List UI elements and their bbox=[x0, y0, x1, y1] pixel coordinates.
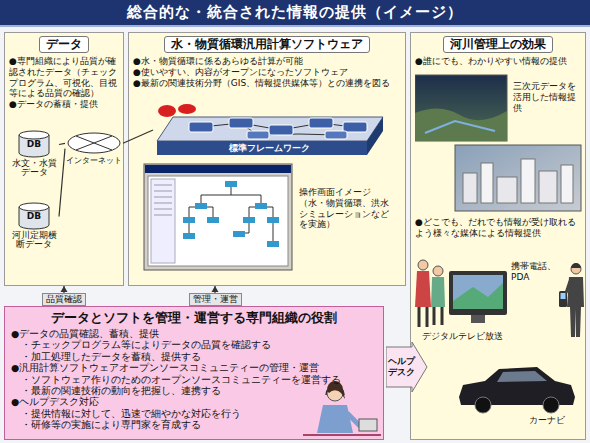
db-label: DB bbox=[9, 129, 59, 159]
role-item: ●ヘルプデスク対応 bbox=[11, 396, 377, 407]
db-caption: 河川定期横断データ bbox=[9, 231, 59, 250]
tv-illustration: デジタルテレビ放送 bbox=[413, 251, 511, 347]
panel-heading: 河川管理上の効果 bbox=[443, 36, 553, 53]
bullet-text: ●使いやすい、内容がオープンになったソフトウェア bbox=[133, 67, 401, 78]
bullet-text: ●専門組織により品質が確認されたデータ（チェックプログラム、可視化、目視等による… bbox=[9, 56, 119, 99]
role-subitem: ・研修等の実施により専門家を育成する bbox=[11, 419, 377, 430]
text-slot: ●どこでも、だれでも情報が受け取れるよう様々な媒体による情報提供 bbox=[415, 217, 581, 239]
role-subitem: ・加工処理したデータを蓄積、提供する bbox=[11, 351, 377, 362]
text-slot: 三次元データを活用した情報提供 bbox=[513, 81, 581, 113]
role-item: ●汎用計算ソフトウェアオープンソースコミュニティーの管理・運営 bbox=[11, 362, 377, 373]
role-subitem: ・最新の関連技術の動向を把握し、連携する bbox=[11, 385, 377, 396]
media-caption: カーナビ bbox=[529, 415, 581, 426]
effects-panel: 河川管理上の効果 ●誰にでも、わかりやすい情報の提供 ●どこでも、だれでも情報が受け… bbox=[410, 32, 586, 440]
network-label: インターネット bbox=[65, 156, 123, 166]
bullet-text: ●最新の関連技術分野（GIS、情報提供媒体等）との連携を図る bbox=[133, 78, 401, 89]
screen-image: 操作画面イメージ（水・物質循環、洪水シミュレーションなどを実施） bbox=[143, 163, 395, 275]
organization-box: データとソフトを管理・運営する専門組織の役割 ●データの品質確認、蓄積、提供・チェ… bbox=[4, 306, 384, 440]
illustration bbox=[143, 163, 293, 277]
illustration-svg bbox=[65, 131, 123, 175]
text-slot: カーナビ bbox=[529, 415, 581, 426]
role-subitem: ・ソフトウェア作りのためのオープンソースコミュニティーを運営する bbox=[11, 374, 377, 385]
connector-line bbox=[59, 149, 65, 217]
panel-heading: データ bbox=[39, 36, 89, 53]
bullet-text: ●水・物質循環に係るあらゆる計算が可能 bbox=[133, 56, 401, 67]
text-slot: 標準フレームワーク bbox=[213, 141, 325, 155]
bullet-text: ●データの蓄積・提供 bbox=[9, 99, 119, 110]
database: DB河川定期横断データ bbox=[9, 201, 59, 263]
screen-caption: 操作画面イメージ（水・物質循環、洪水シミュレーションなどを実施） bbox=[299, 187, 393, 230]
text-slot: 管理・運営 bbox=[189, 293, 242, 306]
internet-node: インターネット bbox=[65, 131, 123, 175]
arrowhead bbox=[212, 286, 219, 292]
edge-label: 品質確認 bbox=[42, 293, 86, 306]
connector bbox=[123, 130, 153, 143]
edge-label: 管理・運営 bbox=[189, 293, 242, 306]
media-caption: デジタルテレビ放送 bbox=[413, 331, 511, 342]
box-heading: データとソフトを管理・運営する専門組織の役割 bbox=[11, 310, 377, 326]
media-caption: 携帯電話、PDA bbox=[511, 261, 557, 283]
text-slot: 携帯電話、PDA bbox=[511, 261, 557, 283]
role-subitem: ・提供情報に対して、迅速で細やかな対応を行う bbox=[11, 408, 377, 419]
image-caption: 三次元データを活用した情報提供 bbox=[513, 81, 581, 113]
bullet-text: ●どこでも、だれでも情報が受け取れるよう様々な媒体による情報提供 bbox=[415, 217, 581, 239]
role-subitem: ・チェックプログラム等によりデータの品質を確認する bbox=[11, 339, 377, 350]
software-panel: 水・物質循環汎用計算ソフトウェア ●水・物質循環に係るあらゆる計算が可能●使いやす… bbox=[128, 32, 406, 286]
bullet-text: ●誰にでも、わかりやすい情報の提供 bbox=[415, 56, 581, 67]
mobile-illustration: 携帯電話、PDA bbox=[511, 247, 585, 343]
framework-platform: 標準フレームワーク bbox=[153, 103, 385, 157]
text-slot: 品質確認 bbox=[42, 293, 86, 306]
connector bbox=[59, 149, 65, 217]
car-illustration: カーナビ bbox=[451, 353, 583, 433]
arrow-label: ヘルプデスク bbox=[386, 356, 416, 378]
role-item: ●データの品質確認、蓄積、提供 bbox=[11, 328, 377, 339]
connector-line bbox=[59, 143, 65, 144]
illustration bbox=[65, 131, 123, 179]
text-slot: 操作画面イメージ（水・物質循環、洪水シミュレーションなどを実施） bbox=[299, 187, 393, 230]
db-caption: 水文・水質データ bbox=[9, 159, 59, 178]
title-text: 総合的な・統合された情報の提供（イメージ） bbox=[0, 0, 590, 25]
text-slot: ヘルプデスク bbox=[386, 356, 416, 378]
arrowhead bbox=[61, 286, 68, 292]
helpdesk-arrow: ヘルプデスク bbox=[386, 342, 428, 392]
illustration-svg bbox=[143, 163, 293, 273]
connector bbox=[59, 143, 65, 144]
database: DB水文・水質データ bbox=[9, 129, 59, 191]
3d-image: 三次元データを活用した情報提供 bbox=[415, 73, 583, 213]
framework-label: 標準フレームワーク bbox=[213, 141, 325, 155]
db-label: DB bbox=[9, 201, 59, 231]
text-slot: デジタルテレビ放送 bbox=[413, 331, 511, 342]
title-bar: 総合的な・統合された情報の提供（イメージ） bbox=[0, 0, 590, 27]
connector-line bbox=[123, 130, 153, 143]
panel-heading: 水・物質循環汎用計算ソフトウェア bbox=[164, 36, 370, 53]
